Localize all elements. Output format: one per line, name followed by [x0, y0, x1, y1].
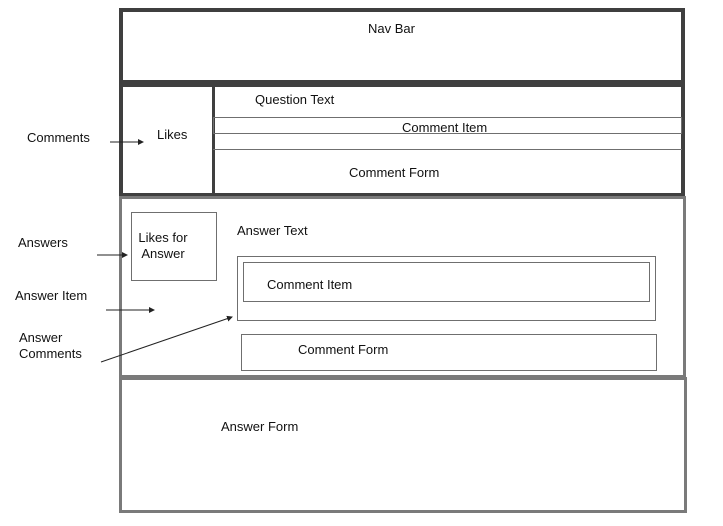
answer-item-box: [119, 196, 686, 378]
question-comment-item-label: Comment Item: [402, 120, 488, 135]
likes-label: Likes: [157, 127, 188, 142]
annotation-comments: Comments: [27, 130, 90, 145]
answer-comments-box: [237, 256, 656, 321]
annotation-answer-item: Answer Item: [15, 288, 88, 303]
question-separator: [213, 149, 682, 150]
answer-comment-form-label: Comment Form: [298, 342, 389, 357]
likes-divider: [212, 85, 215, 195]
nav-bar-label: Nav Bar: [368, 21, 415, 36]
question-comment-item-box: [213, 117, 682, 134]
question-section-box: [119, 83, 685, 197]
answer-comment-item-box: [243, 262, 650, 302]
likes-for-answer-box: [131, 212, 217, 281]
likes-for-answer-label: Likes for Answer: [138, 230, 188, 261]
answer-comment-form-box: [241, 334, 657, 371]
answer-form-label: Answer Form: [221, 419, 299, 434]
question-comment-form-label: Comment Form: [349, 165, 440, 180]
answer-form-box: [119, 377, 687, 513]
annotation-answer-comments-line1: Answer: [19, 330, 63, 345]
annotation-answer-comments-line2: Comments: [19, 346, 82, 361]
answer-comment-item-label: Comment Item: [267, 277, 353, 292]
annotation-answers: Answers: [18, 235, 68, 250]
question-text-label: Question Text: [255, 92, 335, 107]
nav-bar-box: [119, 8, 685, 84]
answer-text-label: Answer Text: [237, 223, 308, 238]
